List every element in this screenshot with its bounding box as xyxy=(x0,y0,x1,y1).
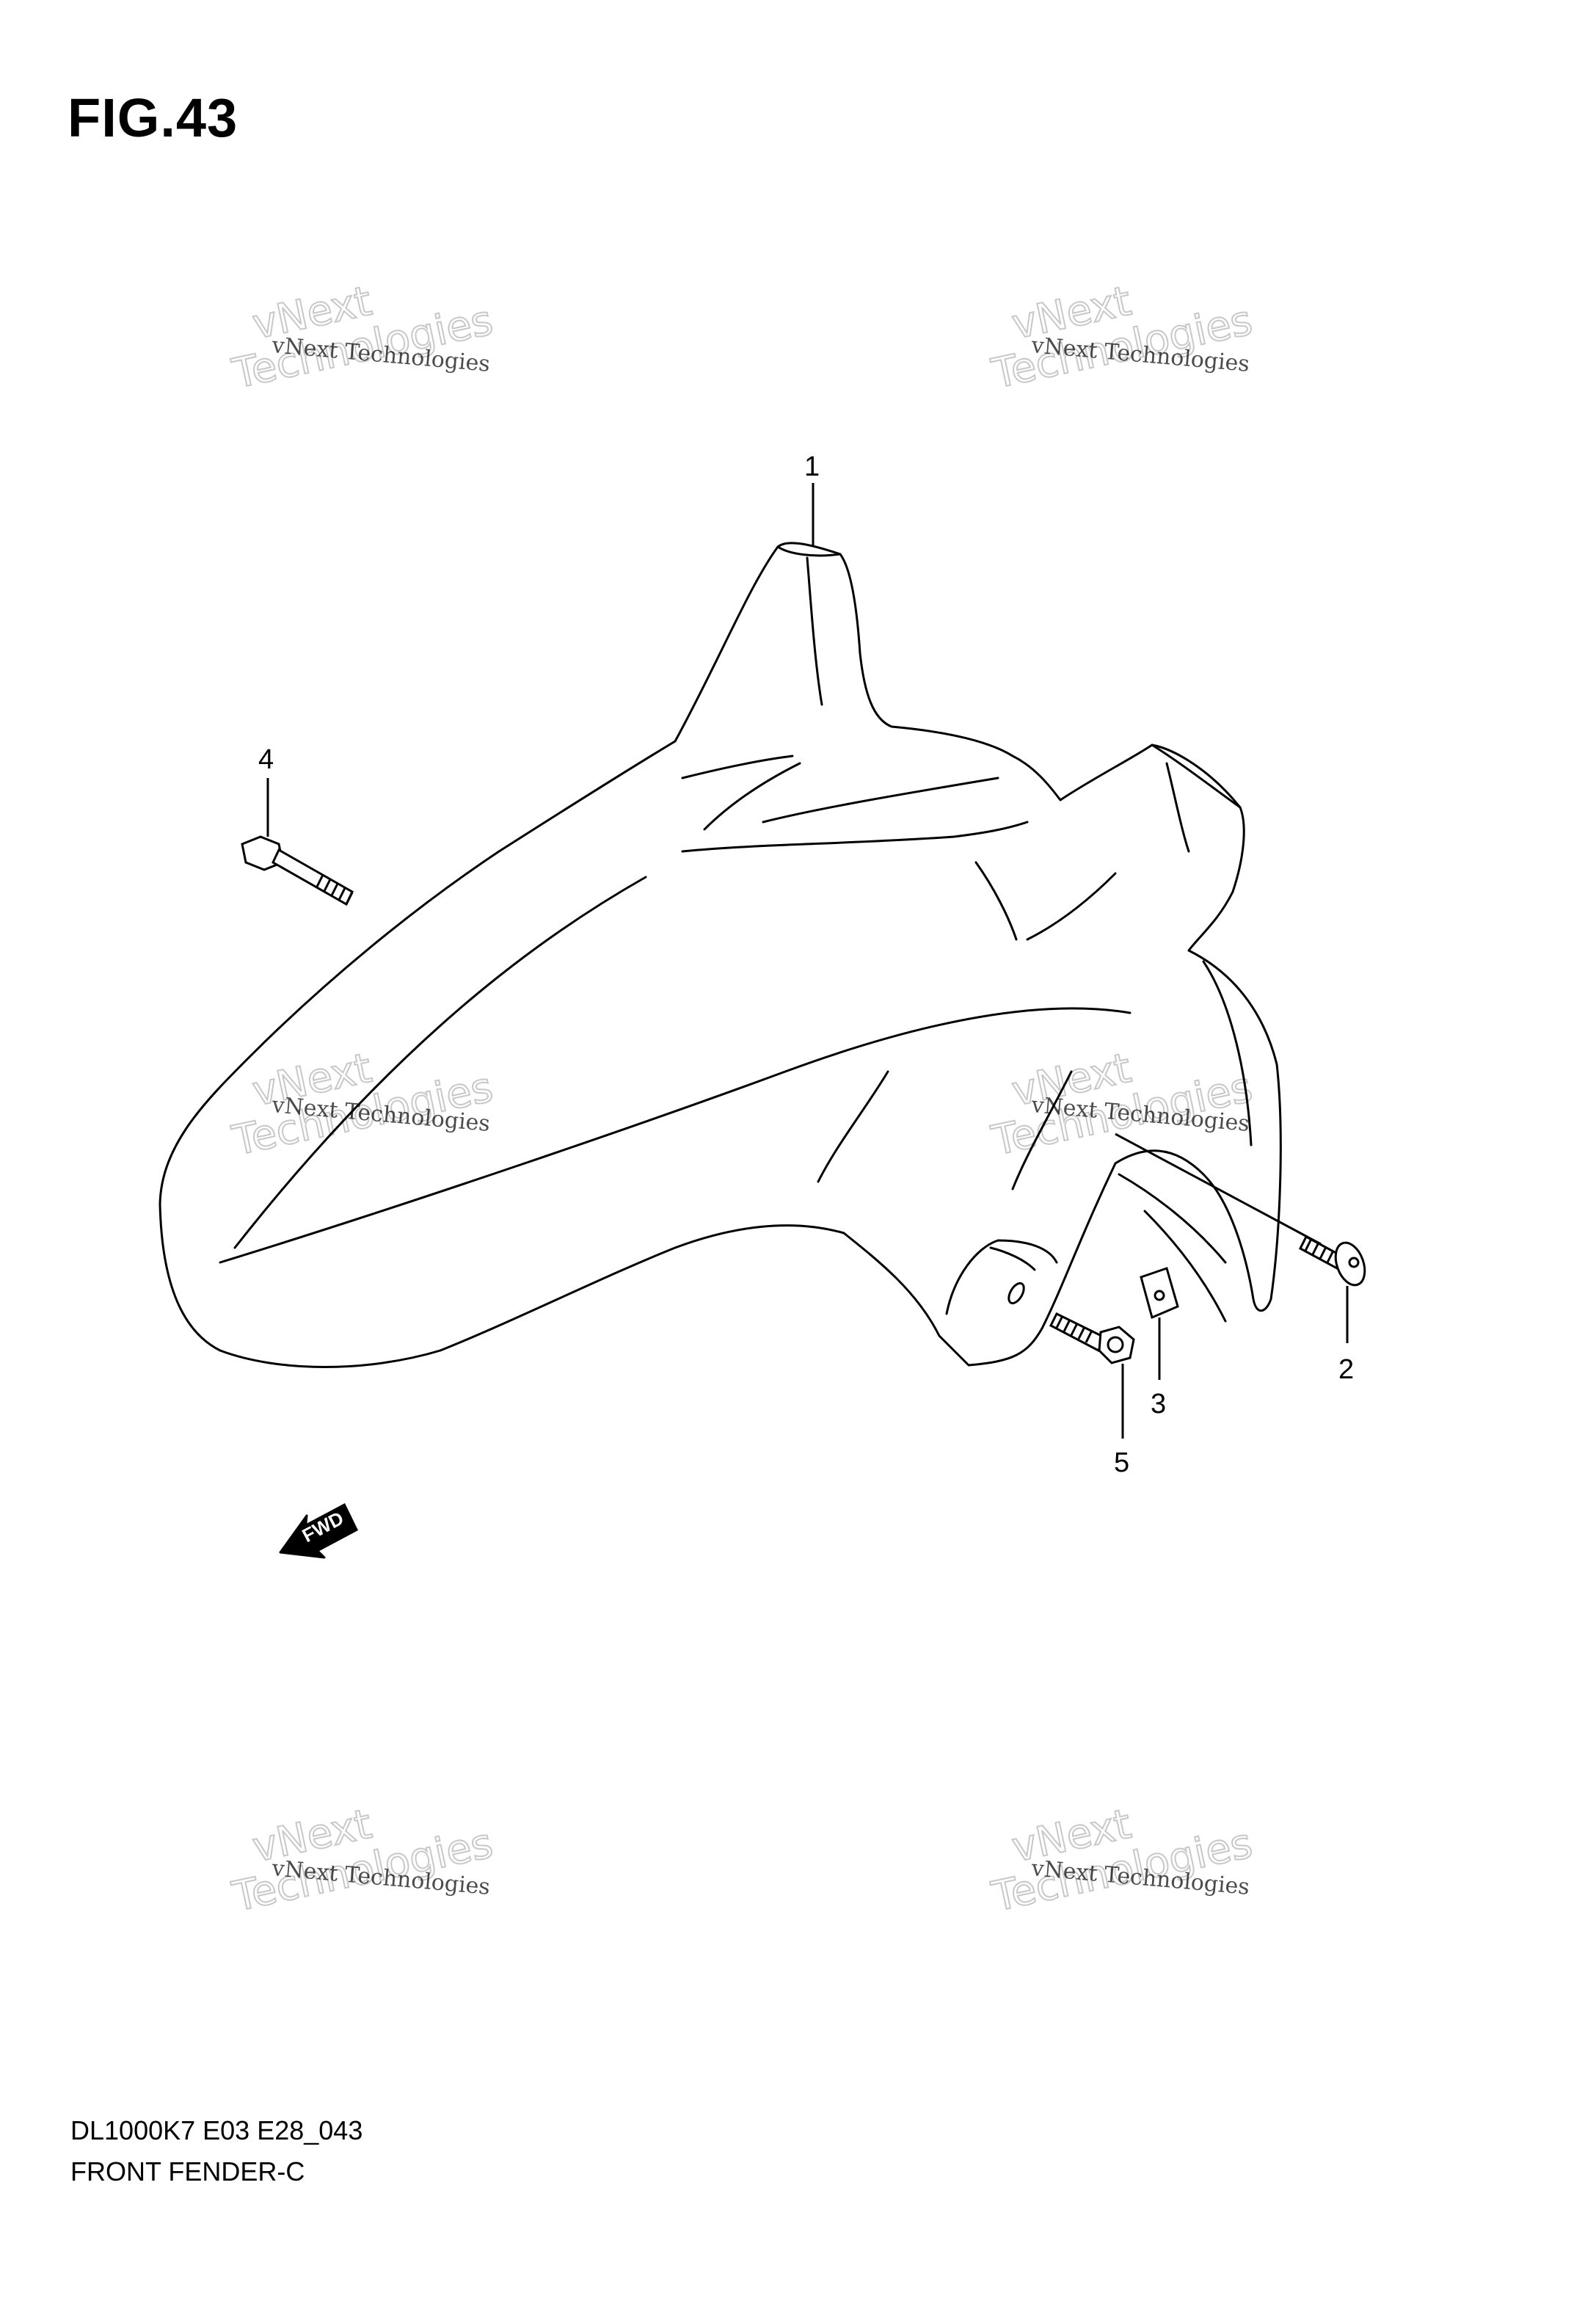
fender-crease xyxy=(681,755,794,779)
fender-crease xyxy=(703,762,801,831)
fender-mount-hole xyxy=(1007,1282,1025,1305)
screw-threads xyxy=(1304,1238,1335,1263)
fender-rear-inner xyxy=(1118,1173,1227,1264)
callout-label-4: 4 xyxy=(258,744,274,775)
fender-beak xyxy=(1165,762,1190,853)
fender-crease xyxy=(1011,1070,1073,1190)
fender-rear-inner xyxy=(1143,1210,1227,1323)
watermark: vNext Technologies xyxy=(987,1044,1257,1166)
fwd-arrow-body xyxy=(301,1503,358,1554)
callout-label-5: 5 xyxy=(1114,1447,1129,1478)
front-fender-part xyxy=(158,542,1282,1368)
bolt-part-4 xyxy=(241,778,354,906)
fender-crease xyxy=(681,821,1029,853)
fender-rear-inner xyxy=(1202,960,1253,1146)
watermark: vNext Technologies xyxy=(987,277,1257,399)
diagram-name: FRONT FENDER-C xyxy=(70,2156,305,2186)
fender-crease xyxy=(817,1070,889,1183)
callout-label-3: 3 xyxy=(1151,1389,1166,1419)
screw-part-2 xyxy=(1115,1133,1366,1343)
watermark: vNext Technologies xyxy=(987,1800,1257,1922)
nut-plate-part-3 xyxy=(1140,1267,1179,1380)
bolt-threads xyxy=(1055,1315,1093,1343)
callout-label-2: 2 xyxy=(1338,1354,1354,1385)
fender-crease xyxy=(762,777,999,824)
bolt-flange xyxy=(1107,1336,1124,1353)
screw-socket xyxy=(1348,1257,1360,1268)
fender-mount-lug xyxy=(989,1246,1036,1271)
fwd-direction-arrow: FWD xyxy=(279,1503,358,1559)
fender-crease xyxy=(219,1007,1132,1264)
bolt-part-5 xyxy=(1049,1312,1135,1439)
fender-fin-top xyxy=(776,545,842,557)
watermark: vNext Technologies xyxy=(227,277,498,399)
watermark: vNext Technologies xyxy=(227,1044,498,1166)
watermark: vNext Technologies xyxy=(227,1800,498,1922)
fender-crease xyxy=(1026,872,1117,941)
fender-beak xyxy=(1151,744,1242,809)
fender-outline xyxy=(158,542,1282,1368)
callout-label-1: 1 xyxy=(804,451,820,482)
callout-leader-line xyxy=(1115,1133,1322,1246)
fender-mount-lug xyxy=(945,1239,1058,1315)
fender-crease xyxy=(974,861,1018,941)
bolt-shank xyxy=(1049,1312,1106,1353)
diagram-code: DL1000K7 E03 E28_043 xyxy=(70,2115,363,2145)
nut-plate-hole xyxy=(1154,1290,1165,1301)
figure-title: FIG.43 xyxy=(68,87,238,148)
fender-fin-ridge xyxy=(806,556,823,706)
fender-crease xyxy=(233,876,647,1249)
bolt-threads xyxy=(316,874,354,905)
